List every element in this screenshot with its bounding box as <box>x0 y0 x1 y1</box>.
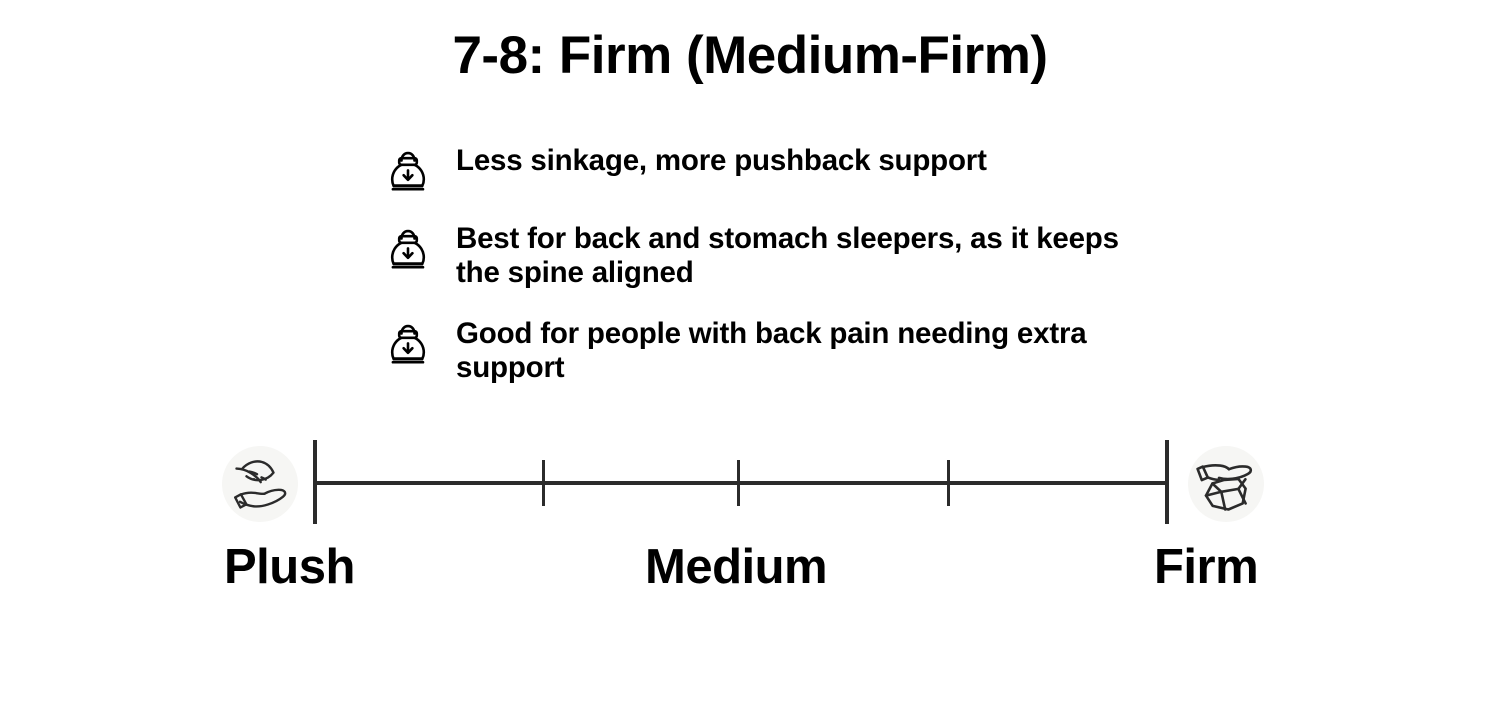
hand-holding-rock-icon <box>1188 446 1264 522</box>
list-item: Best for back and stomach sleepers, as i… <box>386 222 1146 289</box>
icon-disc-background <box>222 446 298 522</box>
scale-tick-3 <box>737 460 740 506</box>
scale-tick-2 <box>542 460 545 506</box>
hand-holding-feather-icon <box>222 446 298 522</box>
scale-axis-line <box>313 481 1168 485</box>
benefits-list: Less sinkage, more pushback support Best… <box>386 144 1146 385</box>
scale-label-medium: Medium <box>645 540 828 594</box>
scale-tick-firm <box>1165 440 1169 524</box>
scale-tick-plush <box>313 440 317 524</box>
list-item: Less sinkage, more pushback support <box>386 144 1146 194</box>
list-item: Good for people with back pain needing e… <box>386 317 1146 384</box>
kettlebell-down-arrow-icon <box>386 319 430 367</box>
scale-tick-4 <box>947 460 950 506</box>
kettlebell-down-arrow-icon <box>386 146 430 194</box>
list-item-label: Less sinkage, more pushback support <box>456 144 987 177</box>
list-item-label: Best for back and stomach sleepers, as i… <box>456 222 1119 289</box>
page-title: 7-8: Firm (Medium-Firm) <box>452 26 1048 85</box>
list-item-label: Good for people with back pain needing e… <box>456 317 1087 384</box>
scale-label-plush: Plush <box>224 540 355 594</box>
kettlebell-down-arrow-icon <box>386 224 430 272</box>
scale-label-firm: Firm <box>1154 540 1259 594</box>
